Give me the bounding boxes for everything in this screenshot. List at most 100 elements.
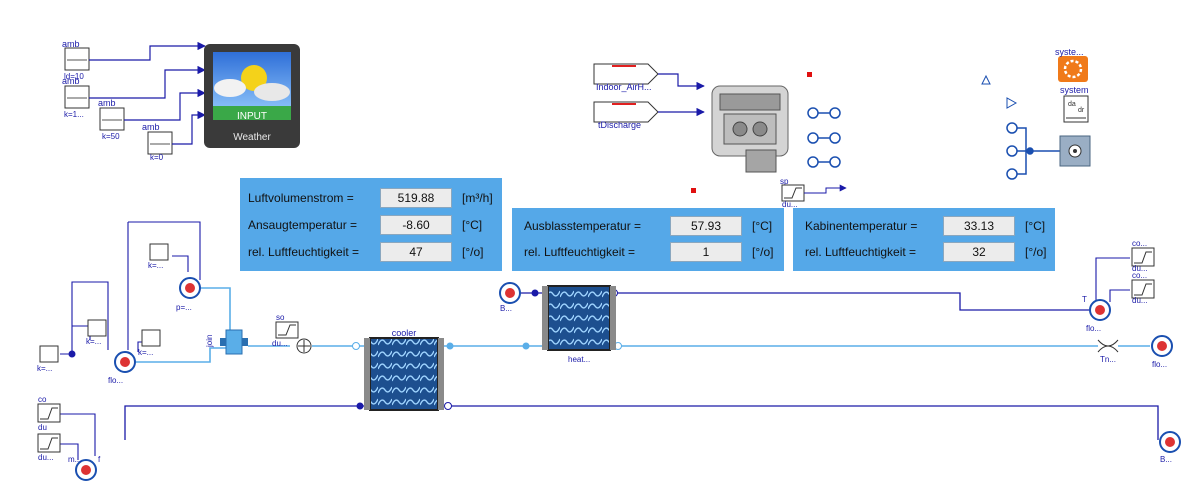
svg-text:T: T: [1082, 295, 1087, 304]
svg-text:co: co: [38, 395, 47, 404]
left-pump-flo[interactable]: flo...: [108, 351, 136, 385]
svg-text:du...: du...: [1132, 296, 1148, 305]
panel-row-unit: [m³/h]: [462, 191, 493, 205]
svg-text:flo...: flo...: [1086, 324, 1101, 333]
panel-row-unit: [°C]: [1025, 219, 1046, 233]
pump-icon: [120, 357, 130, 367]
weather-sublabel: Weather: [233, 132, 271, 143]
engine-input-bottom[interactable]: tDischarge: [593, 101, 659, 130]
svg-text:flo...: flo...: [108, 376, 123, 385]
system-settings-block[interactable]: da dr: [1063, 95, 1089, 123]
panel-row-unit: [°/o]: [462, 245, 484, 259]
svg-text:dr: dr: [1078, 107, 1085, 114]
left-setpoint-block[interactable]: so du...: [272, 313, 299, 348]
left-source-k1[interactable]: k=...: [37, 345, 59, 373]
right-pump-flo2[interactable]: flo...: [1151, 335, 1173, 369]
svg-text:du...: du...: [1132, 264, 1148, 273]
panel-row-unit: [°/o]: [752, 245, 774, 259]
amb-sub-1: ld=10: [64, 72, 84, 81]
amb-label-3: amb: [98, 98, 116, 108]
fluid-lines: [136, 287, 1150, 363]
panel-row: Kabinentemperatur = 33.13 [°C]: [793, 216, 1055, 236]
engine-input-bottom-label: tDischarge: [598, 120, 641, 130]
system-label-2: system: [1060, 85, 1089, 95]
svg-text:B...: B...: [1160, 455, 1172, 464]
panel-row-label: Ausblasstemperatur =: [524, 219, 642, 233]
panel-row-label: Kabinentemperatur =: [805, 219, 918, 233]
left-pump-p[interactable]: p=...: [176, 277, 201, 312]
left-source-k4[interactable]: k=...: [148, 243, 169, 270]
pump-icon: [505, 288, 515, 298]
panel-row: Ansaugtemperatur = -8.60 [°C]: [240, 215, 502, 235]
bottom-pump[interactable]: m... f: [68, 455, 101, 481]
marker-red-1: [807, 72, 812, 77]
right-setpoint-co1[interactable]: co... du...: [1131, 239, 1155, 273]
gear-icon: [1063, 59, 1083, 79]
panel-row: Luftvolumenstrom = 519.88 [m³/h]: [240, 188, 502, 208]
svg-text:k=...: k=...: [138, 348, 153, 357]
amb-label-1: amb: [62, 39, 80, 49]
heater-pump[interactable]: B...: [499, 282, 521, 313]
panel-row-value: 1: [670, 242, 742, 262]
amb-label-4: amb: [142, 122, 160, 132]
pump-icon: [185, 283, 195, 293]
weather-label: INPUT: [237, 111, 267, 122]
engine-port-connectors[interactable]: [807, 107, 841, 168]
svg-text:p=...: p=...: [176, 303, 192, 312]
cooler-block[interactable]: cooler: [364, 328, 444, 411]
svg-text:flo...: flo...: [1152, 360, 1167, 369]
svg-text:du...: du...: [38, 453, 54, 462]
panel-row-unit: [°C]: [462, 218, 483, 232]
panel-row-unit: [°/o]: [1025, 245, 1047, 259]
system-port-connectors[interactable]: [1006, 122, 1060, 180]
svg-text:m...: m...: [68, 455, 81, 464]
discharge-panel: Ausblasstemperatur = 57.93 [°C] rel. Luf…: [512, 208, 784, 271]
svg-text:k=...: k=...: [86, 337, 101, 346]
panel-row-value: 519.88: [380, 188, 452, 208]
pump-icon: [1095, 305, 1105, 315]
amb-sub-4: k=0: [150, 153, 164, 162]
bottom-setpoint-du[interactable]: du...: [37, 433, 61, 462]
temperature-sensor[interactable]: Tn...: [1097, 339, 1119, 364]
panel-row-unit: [°C]: [752, 219, 773, 233]
amb-block-2[interactable]: amb k=1...: [62, 76, 90, 119]
engine-wires: [658, 73, 705, 117]
panel-row-value: -8.60: [380, 215, 452, 235]
right-pump-flo[interactable]: T flo...: [1082, 295, 1111, 333]
panel-row-label: Ansaugtemperatur =: [248, 218, 358, 232]
amb-block-1[interactable]: amb ld=10: [62, 39, 90, 81]
system-label-1: syste...: [1055, 47, 1084, 57]
panel-row: rel. Luftfeuchtigkeit = 1 [°/o]: [512, 242, 784, 262]
mid-setpoint-block[interactable]: sp du...: [780, 177, 847, 209]
svg-text:co...: co...: [1132, 239, 1147, 248]
amb-sub-2: k=1...: [64, 110, 84, 119]
amb-block-4[interactable]: amb k=0: [142, 122, 173, 162]
svg-text:du: du: [38, 423, 47, 432]
panel-row-value: 47: [380, 242, 452, 262]
engine-icon[interactable]: [711, 85, 789, 173]
line-dots: [68, 289, 622, 410]
svg-text:du...: du...: [272, 339, 288, 348]
svg-text:da: da: [1068, 101, 1076, 108]
left-source-k3[interactable]: k=...: [138, 329, 161, 357]
pump-icon: [81, 465, 91, 475]
amb-block-3[interactable]: amb k=50: [98, 98, 125, 141]
weather-block[interactable]: INPUT Weather: [204, 44, 300, 148]
engine-input-top[interactable]: Indoor_AirH...: [593, 63, 659, 92]
join-block[interactable]: join: [205, 329, 248, 355]
bottom-right-pump[interactable]: B...: [1159, 431, 1181, 464]
bottom-setpoint-co[interactable]: co du: [37, 395, 61, 432]
mixer-icon[interactable]: [296, 338, 312, 354]
heat-port-block[interactable]: [1059, 135, 1091, 167]
left-source-k2[interactable]: k=...: [86, 319, 107, 346]
system-block[interactable]: syste... system: [1055, 47, 1089, 95]
heater-block[interactable]: heat...: [542, 285, 616, 364]
heater-label: heat...: [568, 355, 590, 364]
panel-row-value: 32: [943, 242, 1015, 262]
panel-row: Ausblasstemperatur = 57.93 [°C]: [512, 216, 784, 236]
pump-icon: [1157, 341, 1167, 351]
amb-label-2: amb: [62, 76, 80, 86]
intake-panel: Luftvolumenstrom = 519.88 [m³/h] Ansaugt…: [240, 178, 502, 271]
amb-sub-3: k=50: [102, 132, 120, 141]
right-setpoint-co2[interactable]: co... du...: [1131, 271, 1155, 305]
